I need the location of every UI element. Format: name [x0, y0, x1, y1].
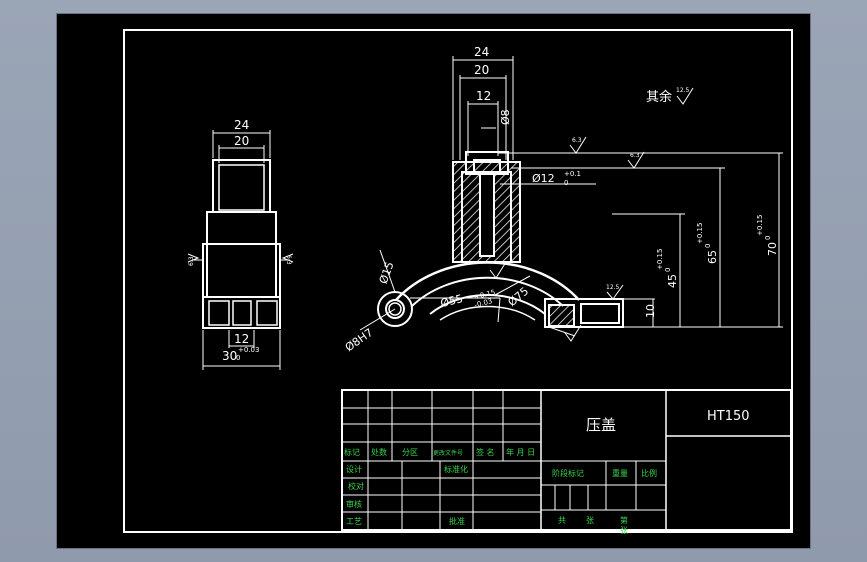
front-dim-phi12-tol-low: 0: [564, 179, 568, 187]
roughness-symbols: [187, 87, 694, 342]
title-block: [341, 389, 792, 531]
tb-stage-mark: 阶段标记: [552, 468, 584, 478]
tb-page: 第: [620, 515, 628, 525]
front-dim-24: 24: [474, 45, 489, 59]
tb-total: 共: [558, 516, 566, 525]
tb-scale: 比例: [641, 468, 657, 478]
front-dim-phi8: Ø8: [499, 109, 512, 125]
tb-design: 设计: [346, 464, 362, 474]
tb-date: 年 月 日: [506, 447, 535, 457]
surface-note: 其余: [646, 89, 672, 105]
tb-count: 处数: [371, 447, 387, 457]
front-dim-phi12-tol: +0.1: [564, 170, 581, 178]
front-dim-phi8h7: Ø8H7: [343, 326, 376, 354]
front-dim-70: 70: [766, 242, 779, 256]
tb-approve: 批准: [449, 516, 465, 526]
front-dim-phi55: Ø55: [439, 292, 464, 310]
front-dim-phi12: Ø12: [532, 172, 555, 185]
roughness-a-label: 6.3: [572, 137, 582, 144]
tb-zone: 分区: [402, 448, 418, 457]
front-dim-45-tol-low: 0: [664, 268, 672, 272]
surface-note-roughness: 12.5: [676, 87, 690, 94]
tb-page-sheet: 张: [620, 526, 628, 535]
tb-sign: 签 名: [476, 447, 495, 457]
tb-review: 审核: [346, 499, 362, 509]
left-view: [202, 159, 281, 329]
tb-standardize: 标准化: [444, 464, 468, 474]
front-dim-65: 65: [706, 250, 719, 264]
drawing-sheet: [57, 14, 810, 548]
front-dim-phi75: Ø75: [505, 285, 531, 310]
left-dim-12: 12: [234, 332, 249, 346]
front-dim-70-tol: +0.15: [756, 215, 764, 236]
tb-sheet: 张: [586, 516, 594, 525]
roughness-b-label: 6.3: [630, 152, 640, 159]
tb-weight: 重量: [612, 468, 628, 478]
left-dim-20: 20: [234, 134, 249, 148]
front-view: [377, 151, 624, 328]
left-dim-30: 30: [222, 349, 237, 363]
left-view-dims: [193, 130, 290, 370]
roughness-c-label: 12.5: [606, 284, 620, 291]
front-dim-65-tol: +0.15: [696, 223, 704, 244]
left-dim-30-tol-low: 0: [236, 354, 240, 362]
left-dim-24: 24: [234, 118, 249, 132]
outer-border: [123, 29, 793, 533]
tb-process: 工艺: [346, 517, 362, 526]
front-dim-45-tol: +0.15: [656, 249, 664, 270]
tb-check: 校对: [348, 481, 364, 491]
front-view-dims: [359, 56, 783, 337]
front-dim-70-tol-low: 0: [764, 236, 772, 240]
front-dim-45: 45: [666, 274, 679, 288]
tb-change-doc: 更改文件号: [433, 449, 463, 457]
material: HT150: [707, 409, 750, 424]
front-dim-20: 20: [474, 63, 489, 77]
tb-mark: 标记: [344, 447, 360, 457]
part-name: 压盖: [586, 416, 616, 434]
front-dim-10: 10: [644, 304, 657, 318]
front-dim-65-tol-low: 0: [704, 244, 712, 248]
front-dim-12: 12: [476, 89, 491, 103]
left-dim-30-tol: +0.03: [238, 346, 259, 354]
front-dim-phi15: Ø15: [377, 260, 397, 286]
